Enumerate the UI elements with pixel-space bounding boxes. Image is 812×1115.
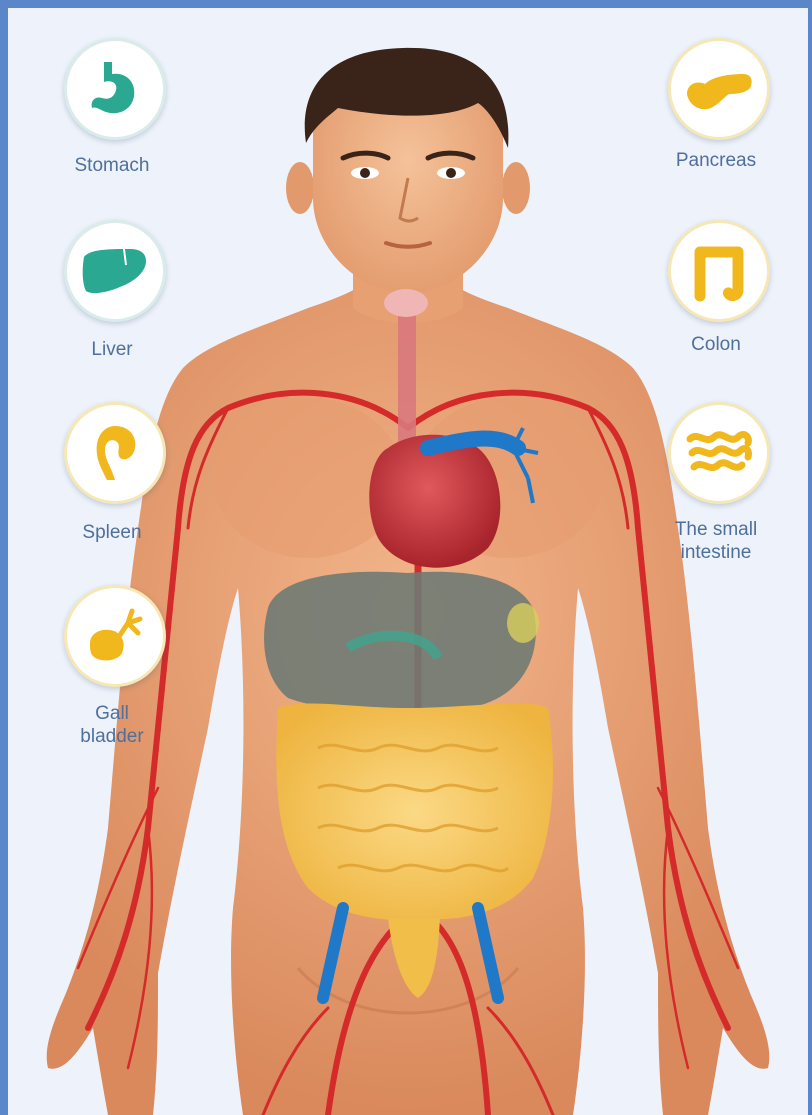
- pancreas-icon: [683, 64, 755, 114]
- gall-bladder-icon: [82, 603, 148, 669]
- liver-circle: [64, 220, 166, 322]
- stomach-icon: [82, 56, 148, 122]
- gall-bladder-circle: [64, 585, 166, 687]
- small-intestine-label-line1: The small: [675, 519, 757, 540]
- small-intestine-label: The small intestine: [651, 518, 781, 564]
- gall-bladder-label-line1: Gall: [95, 703, 129, 724]
- colon-icon: [686, 238, 752, 304]
- liver-label: Liver: [47, 338, 177, 361]
- liver-icon: [80, 241, 150, 301]
- gall-bladder-label: Gall bladder: [47, 702, 177, 748]
- head: [286, 48, 530, 293]
- throat: [384, 289, 428, 317]
- spleen-icon: [85, 420, 145, 486]
- gall-bladder-label-line2: bladder: [80, 726, 143, 747]
- small-intestine-icon: [684, 425, 754, 481]
- spleen-label: Spleen: [47, 521, 177, 544]
- colon-label: Colon: [651, 333, 781, 356]
- liver-stomach-organs: [264, 572, 539, 713]
- spleen-circle: [64, 402, 166, 504]
- small-intestine-label-line2: intestine: [681, 542, 752, 563]
- pancreas-label: Pancreas: [651, 149, 781, 172]
- small-intestine-circle: [668, 402, 770, 504]
- diagram-canvas: Stomach Liver Spleen Gall bladder Pancre…: [8, 8, 808, 1115]
- colon-circle: [668, 220, 770, 322]
- pancreas-circle: [668, 38, 770, 140]
- stomach-circle: [64, 38, 166, 140]
- stomach-label: Stomach: [47, 154, 177, 177]
